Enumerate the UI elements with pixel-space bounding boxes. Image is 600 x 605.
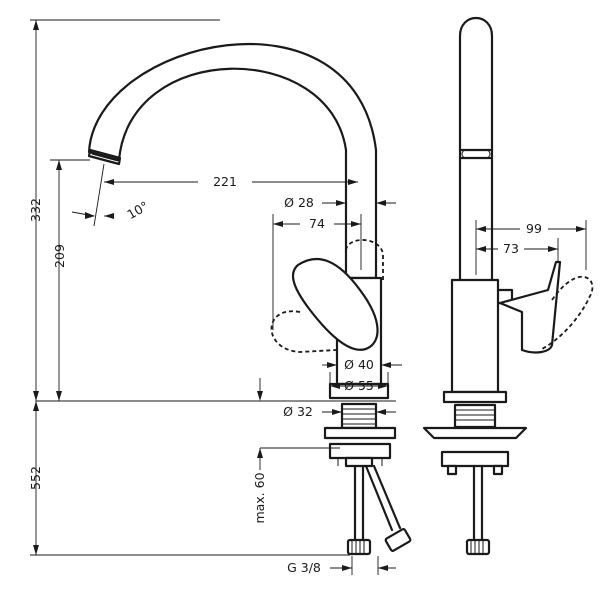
dim-diameter-base: Ø 55 xyxy=(344,378,374,393)
dim-diameter-shank: Ø 32 xyxy=(283,404,313,419)
side-hoses xyxy=(472,464,484,542)
dim-spout-height: 209 xyxy=(52,244,67,268)
side-mounting-plate xyxy=(422,426,528,440)
dim-side-depth-inner: 73 xyxy=(503,241,519,256)
hose-bent xyxy=(364,464,402,532)
side-body xyxy=(450,278,500,394)
dim-max-thickness: max. 60 xyxy=(252,472,267,523)
dim-thread: G 3/8 xyxy=(287,560,321,575)
aerator xyxy=(87,148,122,166)
spout-outline xyxy=(87,42,378,280)
fixing-nut xyxy=(328,442,392,460)
dim-spout-reach: 221 xyxy=(213,174,237,189)
side-spout xyxy=(458,17,494,282)
mounting-plate xyxy=(323,426,397,440)
dim-total-height: 332 xyxy=(28,198,43,222)
dim-side-depth-outer: 99 xyxy=(526,221,542,236)
side-lever-dashed xyxy=(539,276,594,351)
side-view: 99 73 xyxy=(422,17,594,556)
hose-straight xyxy=(353,464,365,542)
dim-lever-offset: 74 xyxy=(309,216,325,231)
dim-spout-angle: 10° xyxy=(124,198,151,222)
side-base-ring xyxy=(442,390,508,404)
lever xyxy=(291,257,379,351)
dim-below-counter: 552 xyxy=(28,466,43,490)
hose-fitting-left xyxy=(346,538,372,556)
front-view: 332 209 552 221 10° Ø 28 xyxy=(28,19,412,575)
lever-dashed-up xyxy=(345,239,384,280)
dim-diameter-body: Ø 40 xyxy=(344,357,374,372)
dim-diameter-spout: Ø 28 xyxy=(284,195,314,210)
side-lever xyxy=(498,260,562,354)
hose-fitting-right xyxy=(384,528,412,552)
